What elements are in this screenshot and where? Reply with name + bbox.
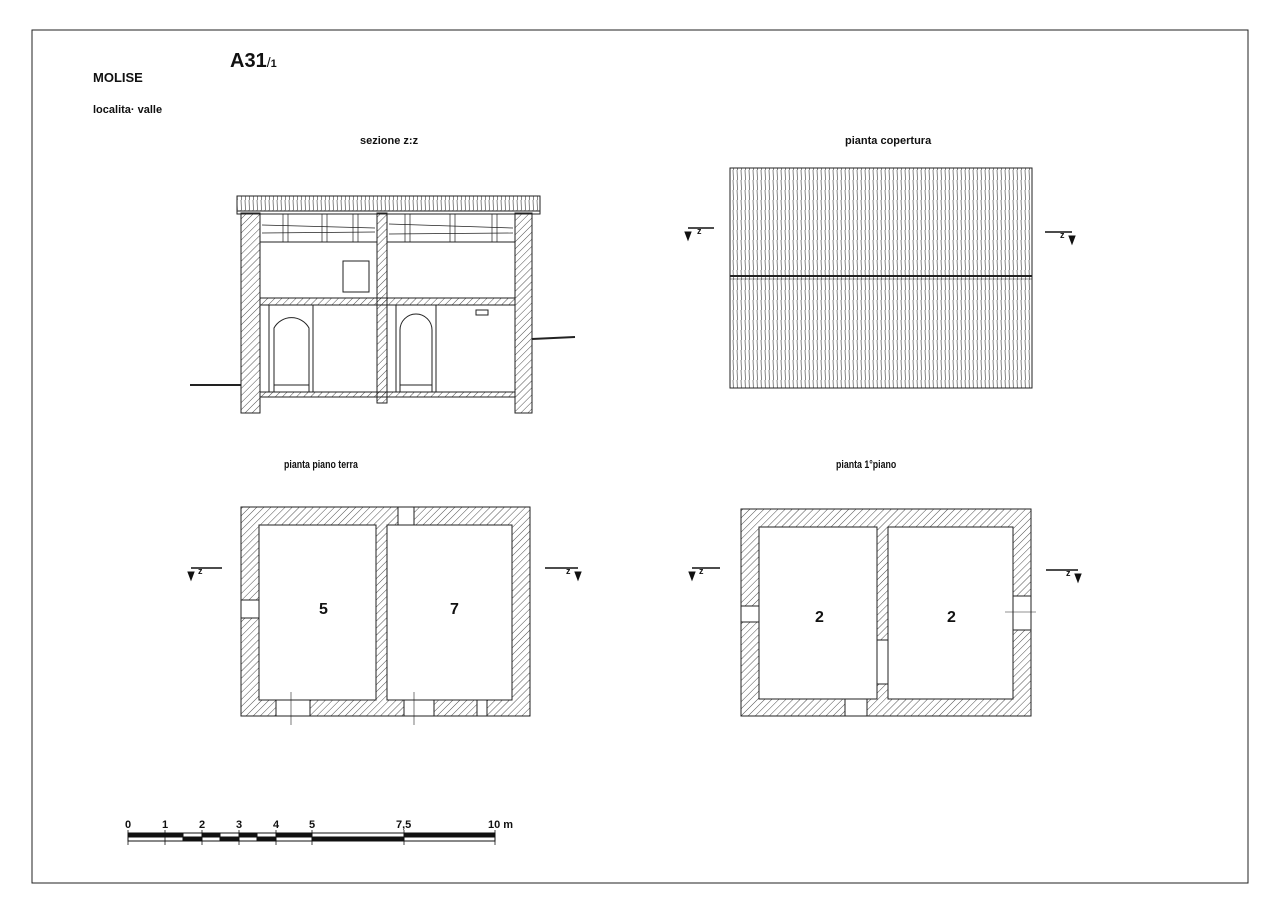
section-marker-label: z [566, 566, 571, 576]
section-marker-label: z [1060, 230, 1065, 240]
locality-label: localita· valle [93, 104, 163, 116]
room-number: 2 [815, 609, 824, 626]
section-arrow-icon [688, 567, 720, 582]
room-number: 2 [947, 609, 956, 626]
section-title: sezione z:z [360, 135, 419, 147]
sheet-border [31, 29, 1249, 884]
section-marker-label: z [1066, 568, 1071, 578]
section-arrow-icon [1046, 569, 1082, 584]
scale-label: 1 [162, 819, 169, 831]
scale-bar [127, 830, 496, 845]
section-marker-label: z [699, 566, 704, 576]
sheet-code-number: A31 [230, 50, 267, 72]
room-number: 5 [319, 601, 328, 618]
room-number: 7 [450, 601, 459, 618]
section-markers [187, 227, 1082, 584]
scale-label: 4 [273, 819, 280, 831]
scale-label: 10 m [488, 819, 514, 831]
scale-label: 0 [125, 819, 132, 831]
section-arrow-icon [187, 567, 222, 582]
sheet-code: A31/1 [230, 50, 277, 72]
section-drawing [190, 195, 576, 414]
ground-plan-title: pianta piano terra [284, 459, 358, 471]
scale-label: 5 [309, 819, 316, 831]
first-plan-title: pianta 1°piano [836, 459, 897, 471]
section-marker-label: z [697, 226, 702, 236]
first-plan-drawing [740, 508, 1036, 717]
scale-label: 2 [199, 819, 206, 831]
ground-plan-drawing [240, 506, 531, 725]
section-arrow-icon [545, 567, 582, 582]
scale-label: 7,5 [396, 819, 412, 831]
region-label: MOLISE [93, 70, 143, 85]
section-marker-label: z [198, 566, 203, 576]
section-arrow-icon [1045, 231, 1076, 246]
roof-plan-drawing [729, 167, 1033, 389]
section-arrow-icon [684, 227, 714, 242]
scale-label: 3 [236, 819, 243, 831]
sheet-code-fraction: 1 [270, 58, 277, 70]
roof-plan-title: pianta copertura [845, 135, 932, 147]
